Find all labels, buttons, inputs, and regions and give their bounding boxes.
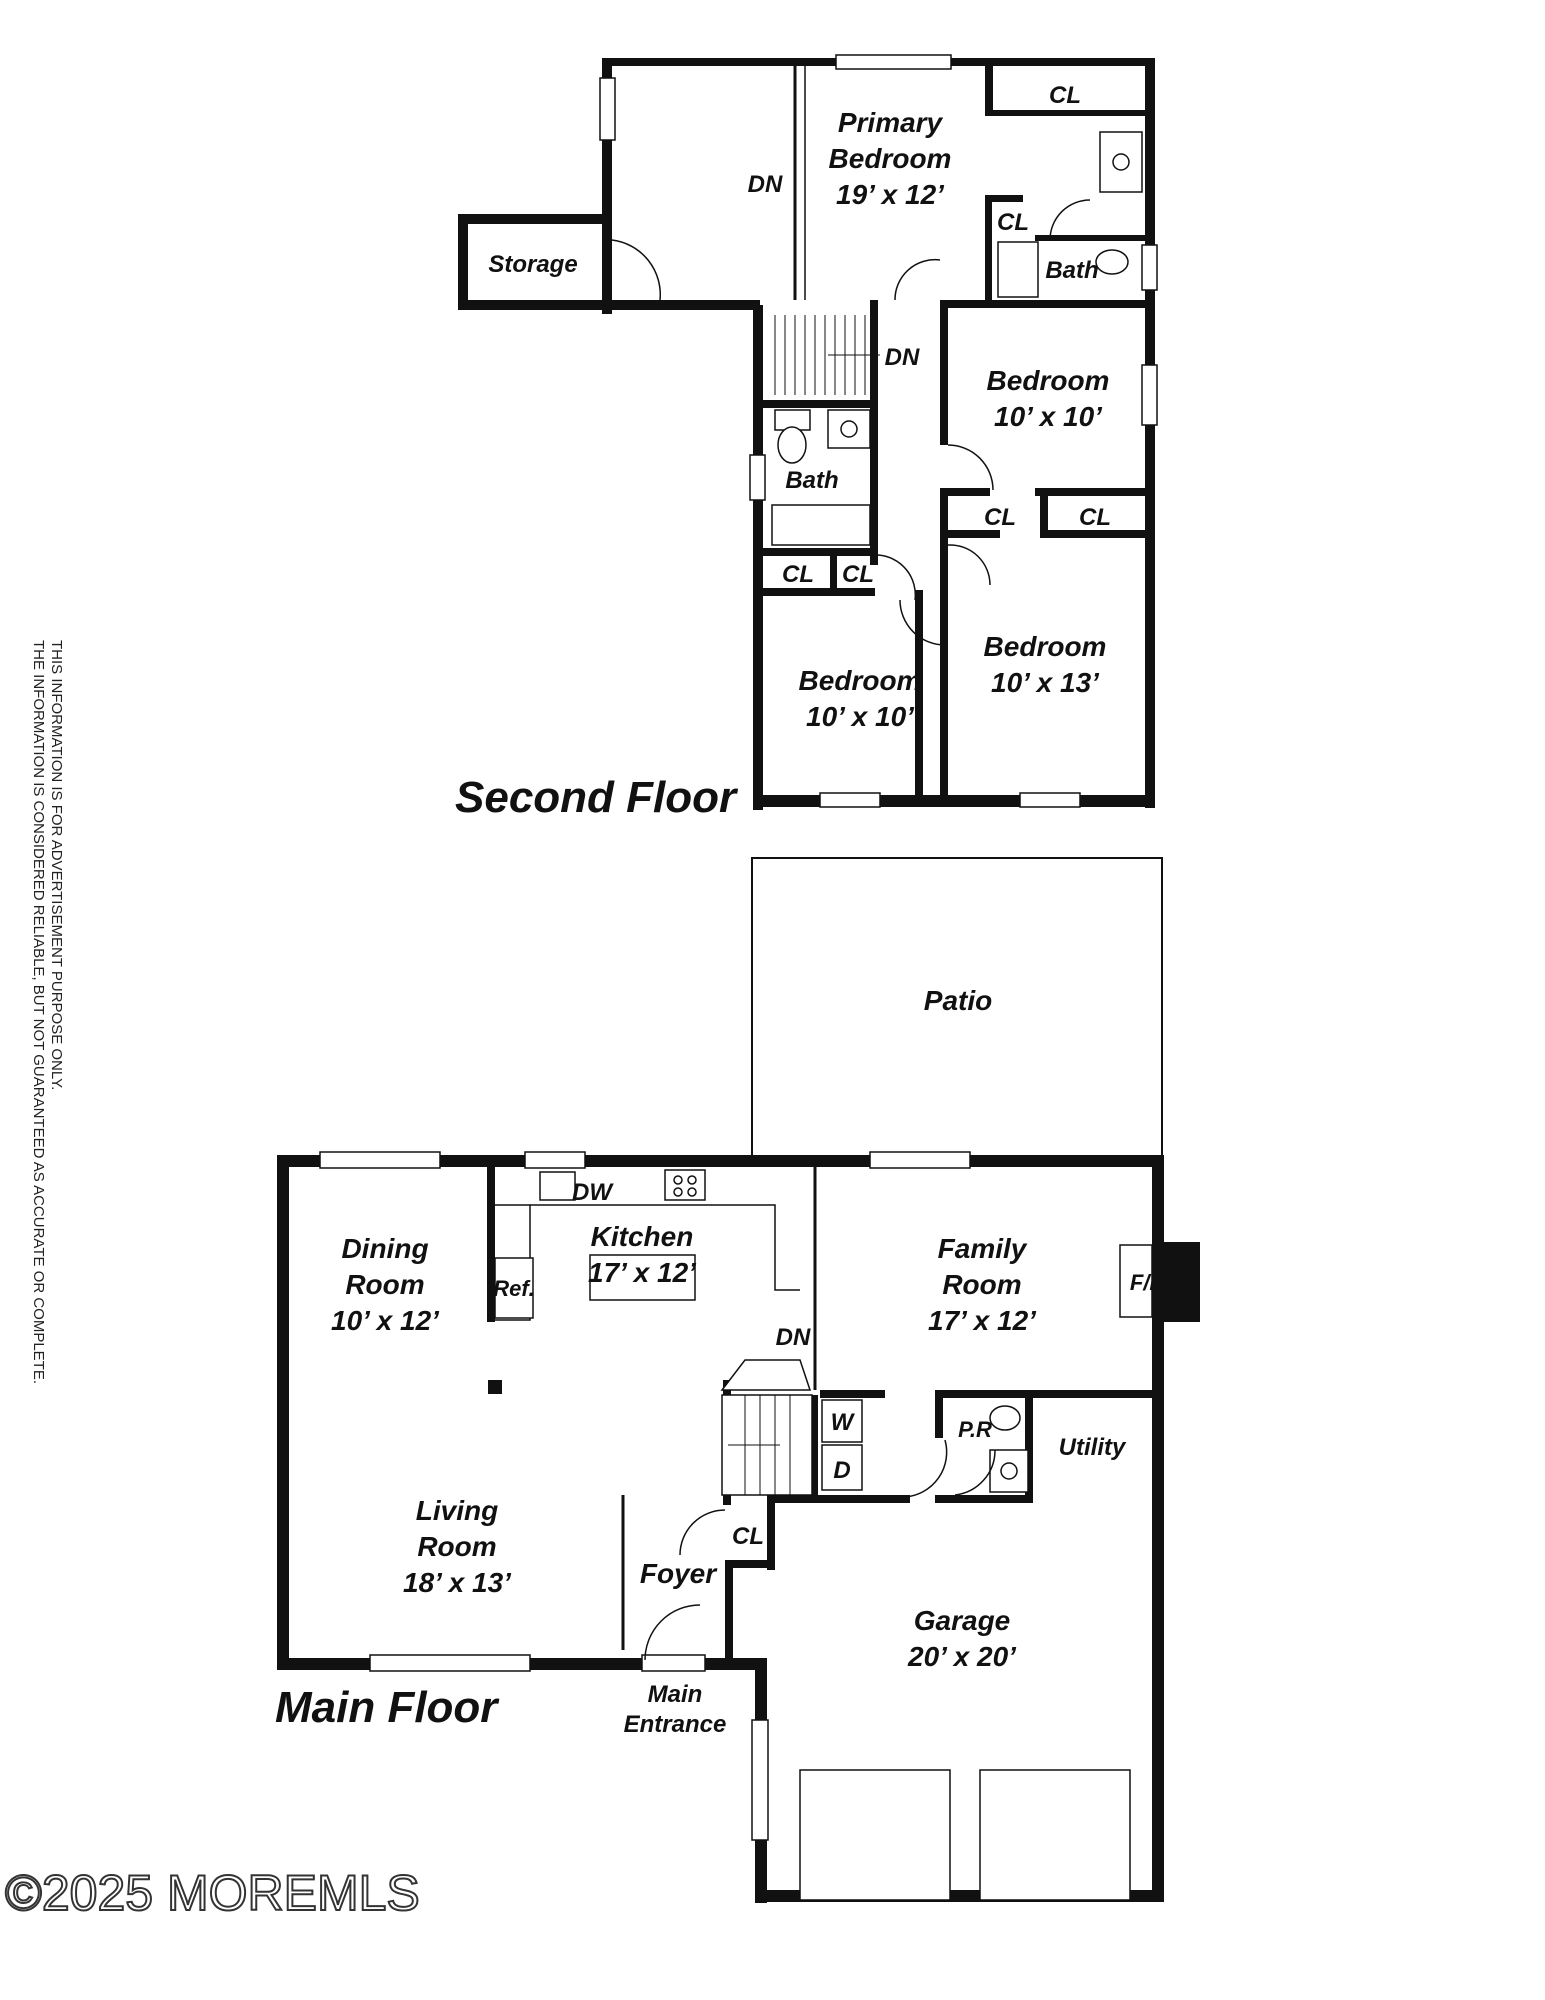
dishwasher-label: DW <box>572 1179 614 1206</box>
primary-bedroom-label-2: Bedroom <box>829 143 952 174</box>
bedroom-ne-dims: 10’ x 10’ <box>994 401 1103 432</box>
garage-label: Garage <box>914 1605 1011 1636</box>
second-floor-title: Second Floor <box>455 773 739 822</box>
primary-dn-label: DN <box>748 171 783 198</box>
stairs-main <box>720 1359 813 1496</box>
primary-bedroom-label-1: Primary <box>838 107 944 138</box>
main-entrance-label-2: Entrance <box>624 1711 727 1738</box>
primary-bath-closet-label: CL <box>997 209 1029 236</box>
closet-mid-right-label: CL <box>1079 504 1111 531</box>
family-room-dims: 17’ x 12’ <box>928 1305 1037 1336</box>
living-room-label-1: Living <box>416 1495 498 1526</box>
living-room-dims: 18’ x 13’ <box>403 1567 512 1598</box>
patio-label: Patio <box>924 985 992 1016</box>
hall-bath-label: Bath <box>785 467 838 494</box>
main-entrance-label-1: Main <box>648 1681 703 1708</box>
closet-mid-left-label: CL <box>984 504 1016 531</box>
bedroom-se-dims: 10’ x 13’ <box>991 667 1100 698</box>
dining-room-label-2: Room <box>345 1269 424 1300</box>
family-room-label-1: Family <box>938 1233 1028 1264</box>
kitchen-dims: 17’ x 12’ <box>588 1257 697 1288</box>
closet-sw-2-label: CL <box>842 561 874 588</box>
refrigerator-label: Ref. <box>493 1276 535 1301</box>
foyer-label: Foyer <box>640 1558 718 1589</box>
stairs-dn-label-second: DN <box>885 344 920 371</box>
primary-closet-label: CL <box>1049 82 1081 109</box>
dining-room-label-1: Dining <box>341 1233 428 1264</box>
second-floor <box>458 54 1158 810</box>
family-room-label-2: Room <box>942 1269 1021 1300</box>
main-floor-title: Main Floor <box>275 1683 500 1732</box>
kitchen-label: Kitchen <box>591 1221 694 1252</box>
bedroom-ne-label: Bedroom <box>987 365 1110 396</box>
closet-sw-1-label: CL <box>782 561 814 588</box>
dining-room-dims: 10’ x 12’ <box>331 1305 440 1336</box>
main-floor <box>277 857 1200 1903</box>
primary-bath-label: Bath <box>1045 257 1098 284</box>
disclaimer: THIS INFORMATION IS FOR ADVERTISEMENT PU… <box>30 640 65 1384</box>
foyer-closet-label: CL <box>732 1523 764 1550</box>
living-room-label-2: Room <box>417 1531 496 1562</box>
powder-room-label: P.R <box>958 1417 992 1442</box>
stairs-dn-label-main: DN <box>776 1324 811 1351</box>
dryer-label: D <box>833 1457 850 1484</box>
bedroom-se-label: Bedroom <box>984 631 1107 662</box>
bedroom-sw-label: Bedroom <box>799 665 922 696</box>
watermark: ©2025 MOREMLS <box>5 1865 420 1921</box>
washer-label: W <box>831 1409 856 1436</box>
fireplace-label: F/P <box>1130 1270 1165 1295</box>
garage-dims: 20’ x 20’ <box>907 1641 1017 1672</box>
disclaimer-line1: THIS INFORMATION IS FOR ADVERTISEMENT PU… <box>48 640 65 1090</box>
primary-bedroom-dims: 19’ x 12’ <box>836 179 945 210</box>
bedroom-sw-dims: 10’ x 10’ <box>806 701 915 732</box>
stairs-second <box>774 315 880 395</box>
storage-label: Storage <box>488 251 577 278</box>
disclaimer-line2: THE INFORMATION IS CONSIDERED RELIABLE, … <box>30 640 47 1384</box>
utility-label: Utility <box>1059 1434 1127 1461</box>
